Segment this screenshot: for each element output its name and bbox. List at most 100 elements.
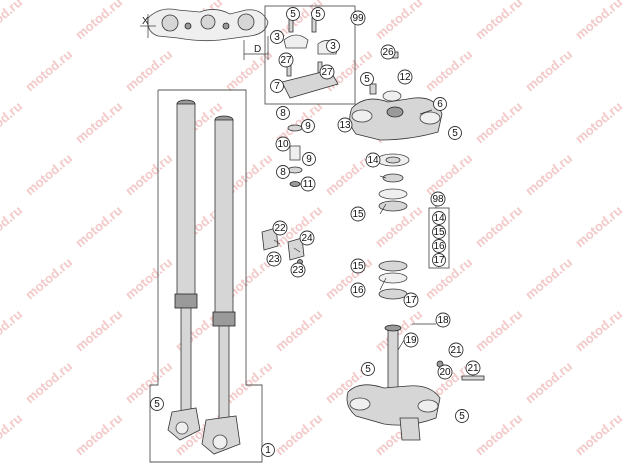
callout-c3b: 3 [326,39,340,53]
clamp-kit-frame [264,5,356,105]
kit-item-circle [432,211,446,225]
watermark-text: motod.ru [122,151,175,199]
callout-label: 15 [352,261,364,272]
callout-c7: 7 [270,79,284,93]
callout-circle [326,39,340,53]
callout-circle [311,7,325,21]
callout-c18: 18 [435,312,451,328]
watermark-text: motod.ru [572,203,625,251]
callout-c9a: 9 [301,119,315,133]
callout-c16: 16 [350,282,366,298]
watermark-text: motod.ru [522,255,575,303]
callout-c5d: 5 [448,126,462,140]
callout-label: 9 [305,121,311,132]
dimension-d-label: D [254,44,261,55]
callout-label: 14 [367,155,379,166]
watermark-text: motod.ru [72,307,125,355]
watermark-text: motod.ru [372,0,425,42]
callout-circle [266,251,282,267]
callout-circle [275,136,291,152]
kit-item-circle [432,225,446,239]
callout-label: 23 [292,265,304,276]
callout-c20: 20 [437,364,453,380]
callout-circle [455,409,469,423]
callout-circle [448,126,462,140]
callout-label: 13 [339,120,351,131]
fork-leg-frame [149,89,263,463]
kit-item-label: 16 [433,241,445,252]
callout-label: 3 [274,32,280,43]
callout-c8b: 8 [276,165,290,179]
watermark-text: motod.ru [22,255,75,303]
callout-circle [270,30,284,44]
callout-label: 21 [450,345,462,356]
callout-circle [337,117,353,133]
callout-circle [437,364,453,380]
callout-c5f: 5 [361,362,375,376]
callout-circle [276,165,290,179]
callout-label: 98 [432,194,444,205]
watermark-text: motod.ru [72,203,125,251]
watermark-text: motod.ru [472,307,525,355]
callout-label: 26 [382,47,394,58]
callout-c24: 24 [299,230,315,246]
callout-c98: 98 [430,191,446,207]
callout-label: 5 [290,9,296,20]
watermark-text: motod.ru [472,99,525,147]
callout-circle [435,312,451,328]
callout-circle [278,52,294,68]
watermark-text: motod.ru [422,47,475,95]
right-fork-leg [201,115,241,455]
dimension-x-label: X [142,16,149,27]
callout-c15a: 15 [350,206,366,222]
watermark-text: motod.ru [472,411,525,459]
callout-circle [299,230,315,246]
callout-circle [380,44,396,60]
callout-circle [403,332,419,348]
watermark-text: motod.ru [572,99,625,147]
callout-label: 10 [277,139,289,150]
watermark-text: motod.ru [572,411,625,459]
callout-label: 6 [437,99,443,110]
callout-c5c: 5 [360,72,374,86]
callout-c19: 19 [403,332,419,348]
kit-item-circle [432,239,446,253]
callout-c12: 12 [397,69,413,85]
callout-label: 16 [352,285,364,296]
callout-c23b: 23 [290,262,306,278]
watermark-text: motod.ru [0,307,25,355]
callout-circle [301,119,315,133]
callout-c27b: 27 [319,64,335,80]
fork-cap-parts [287,124,303,187]
watermark-text: motod.ru [122,47,175,95]
lower-triple-clamp [346,324,485,441]
callout-c10: 10 [275,136,291,152]
callout-c15b: 15 [350,258,366,274]
callout-c99: 99 [350,10,366,26]
callout-label: 1 [265,445,271,456]
callout-label: 7 [274,81,280,92]
callout-label: 17 [405,295,417,306]
callout-circle [397,69,413,85]
callout-c13: 13 [337,117,353,133]
callout-label: 22 [274,223,286,234]
callout-circle [290,262,306,278]
upper-triple-clamp [349,51,443,141]
kit-item-label: 15 [433,227,445,238]
callout-circle [272,220,288,236]
callout-label: 5 [459,411,465,422]
callout-label: 20 [439,367,451,378]
steering-bearings [376,153,410,300]
watermark-text: motod.ru [572,307,625,355]
watermark-text: motod.ru [522,359,575,407]
watermark-text: motod.ru [522,47,575,95]
callout-c8a: 8 [276,106,290,120]
callout-c9b: 9 [302,152,316,166]
callout-circle [300,176,316,192]
watermark-text: motod.ru [72,99,125,147]
watermark-text: motod.ru [22,359,75,407]
watermark-text: motod.ru [22,151,75,199]
